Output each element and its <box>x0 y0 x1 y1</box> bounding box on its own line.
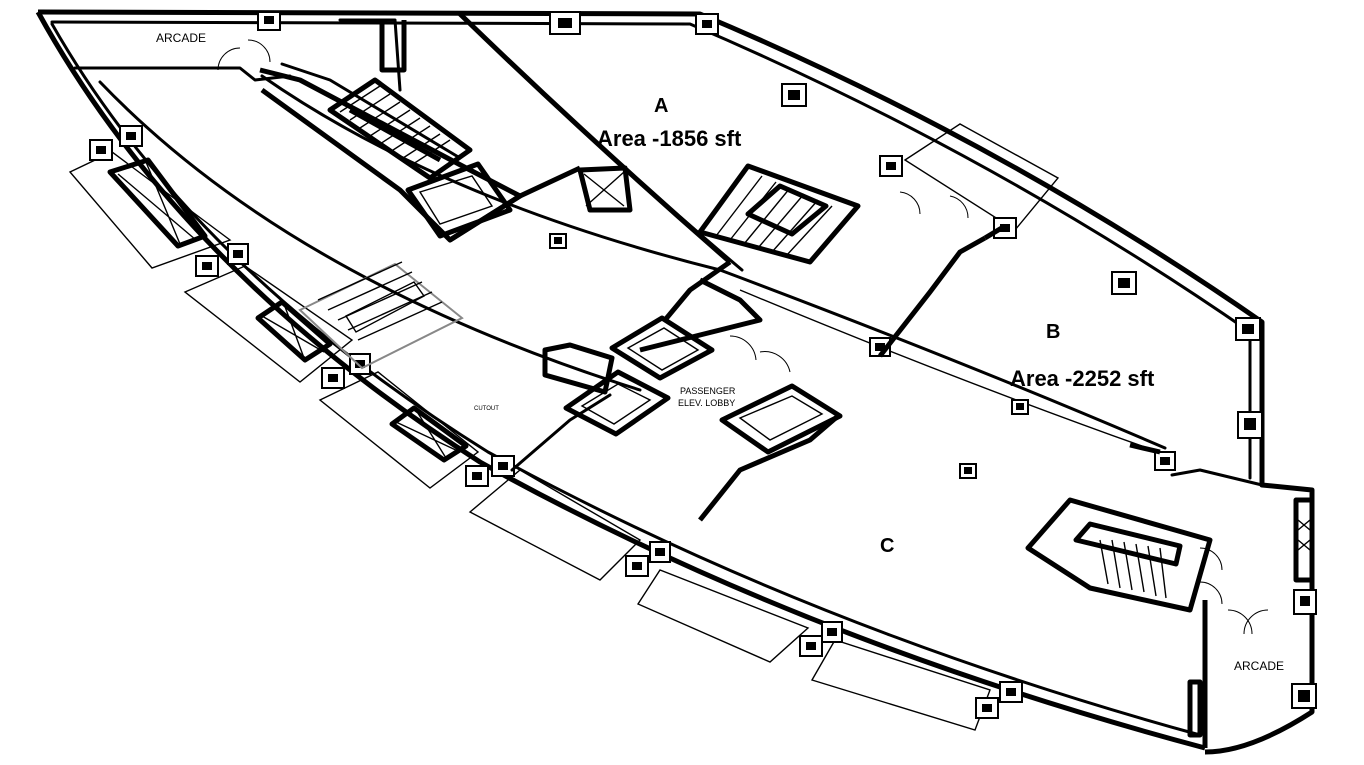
shaft-1 <box>107 157 208 249</box>
stair-grey <box>298 261 464 370</box>
column <box>1293 589 1317 615</box>
unit-b-walls <box>878 191 1264 487</box>
column <box>695 13 719 35</box>
column <box>465 465 489 487</box>
column <box>195 255 219 277</box>
column <box>257 11 281 31</box>
elevator-top-left <box>405 161 513 239</box>
elevator-core <box>563 315 843 522</box>
shaft-3 <box>389 405 469 463</box>
outer-wall-top-inner <box>50 20 1252 480</box>
column <box>1291 683 1317 709</box>
column <box>999 681 1023 703</box>
facade-bays <box>68 123 1060 731</box>
lobby-label-line-1: PASSENGER <box>680 386 736 396</box>
bay-5 <box>636 569 810 663</box>
bay-4 <box>468 469 642 581</box>
column <box>879 155 903 177</box>
shaft-2 <box>255 299 333 363</box>
central-core <box>448 165 763 472</box>
column <box>227 243 249 265</box>
stair-top-left <box>327 77 473 181</box>
stair-bottom-right <box>1025 497 1223 613</box>
stair-a-b <box>697 163 861 265</box>
arcade-label-top: ARCADE <box>156 31 206 45</box>
column <box>89 139 113 161</box>
column <box>119 125 143 147</box>
column <box>781 83 807 107</box>
bay-top-right <box>903 123 1060 231</box>
column <box>821 621 843 643</box>
column <box>549 233 567 249</box>
column <box>1111 271 1137 295</box>
unit-b-letter: B <box>1046 321 1060 343</box>
bay-2 <box>183 265 354 383</box>
outer-wall-bottom <box>35 10 1206 751</box>
column <box>649 541 671 563</box>
column <box>799 635 823 657</box>
column <box>491 455 515 477</box>
inner-curved-wall-3 <box>739 289 1171 457</box>
unit-c-letter: C <box>880 535 894 557</box>
column <box>1235 317 1261 341</box>
column <box>321 367 345 389</box>
outer-wall-top <box>37 9 1315 755</box>
unit-a-area: Area -1856 sft <box>597 126 742 151</box>
arcade-bottom-block <box>1187 497 1315 748</box>
unit-a-letter: A <box>654 95 668 117</box>
cutout-label: CUTOUT <box>474 406 499 412</box>
bay-6 <box>810 639 991 731</box>
unit-a-wall-inner <box>473 26 744 272</box>
arcade-label-bottom: ARCADE <box>1234 659 1284 673</box>
lobby-label-line-2: ELEV. LOBBY <box>678 398 735 408</box>
column <box>1154 451 1176 471</box>
column <box>549 11 581 35</box>
bay-1 <box>68 151 232 269</box>
columns <box>89 11 1317 719</box>
column <box>975 697 999 719</box>
unit-b-area: Area -2252 sft <box>1010 366 1155 391</box>
column <box>1237 411 1263 439</box>
column <box>1011 399 1029 415</box>
column <box>625 555 649 577</box>
column <box>959 463 977 479</box>
bay-3 <box>318 371 480 489</box>
column <box>349 353 371 375</box>
